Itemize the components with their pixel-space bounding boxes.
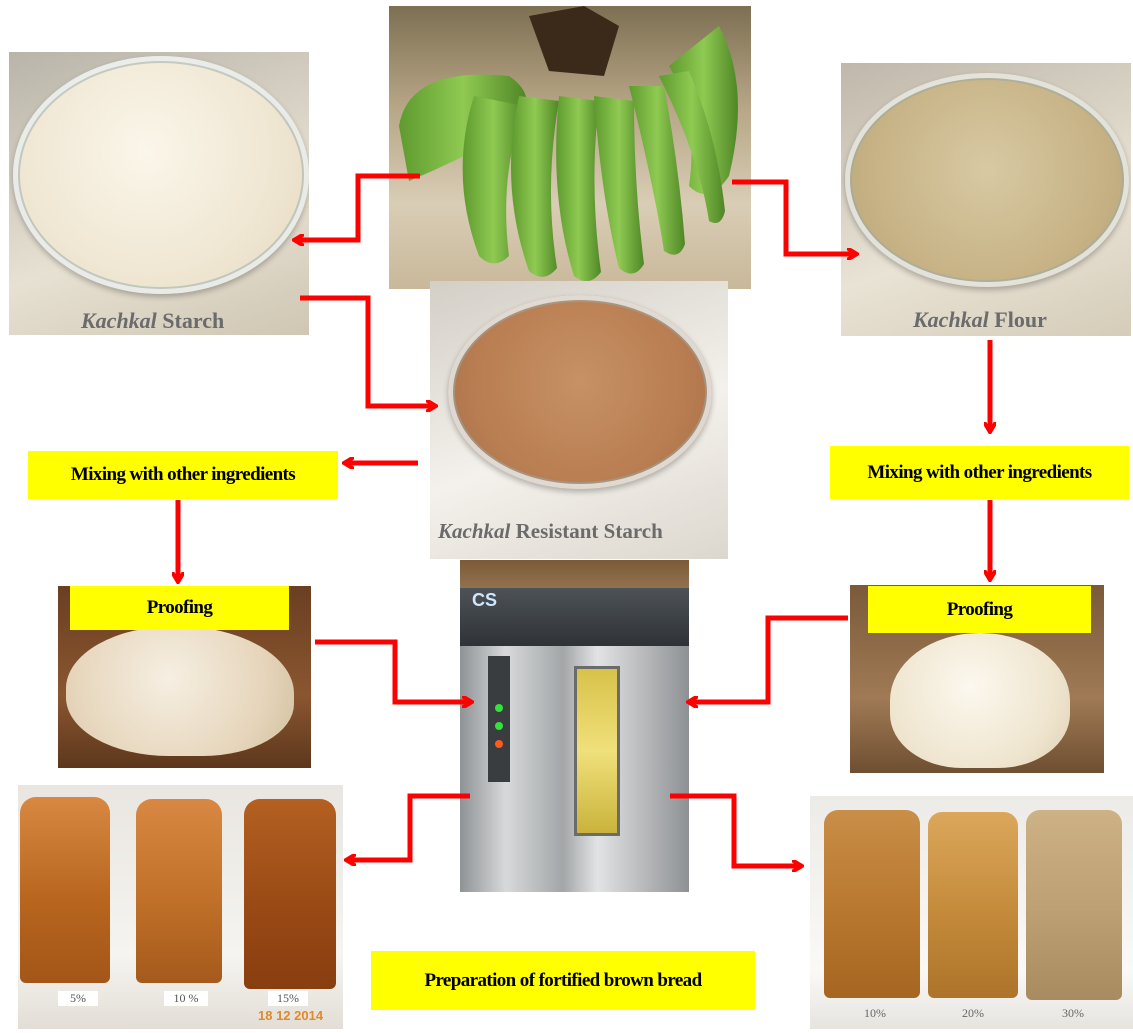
starch-caption-rest: Starch <box>157 308 224 333</box>
arrow-proofing-right-to-oven <box>690 618 848 702</box>
bread-loaves-right-photo: 10% 20% 30% <box>810 796 1133 1029</box>
date-stamp: 18 12 2014 <box>258 1008 323 1023</box>
resistant-caption-italic: Kachkal <box>438 519 510 543</box>
percent-tag: 10% <box>864 1006 886 1021</box>
percent-tag: 5% <box>58 991 98 1006</box>
percent-tag: 20% <box>962 1006 984 1021</box>
oven-brand: CS <box>472 590 497 611</box>
diagram-title: Preparation of fortified brown bread <box>371 951 755 1010</box>
arrow-oven-to-bread-right <box>670 796 800 866</box>
starch-dish <box>13 56 309 294</box>
resistant-starch-dish <box>448 295 712 489</box>
percent-tag: 10 % <box>164 991 208 1006</box>
banana-bunch-illustration <box>389 6 751 289</box>
arrow-proofing-left-to-oven <box>315 642 470 702</box>
arrow-starch-to-resistant <box>300 298 434 406</box>
flour-caption-rest: Flour <box>989 307 1047 332</box>
arrow-oven-to-bread-left <box>348 796 470 860</box>
percent-tag: 30% <box>1062 1006 1084 1021</box>
dough-right <box>890 633 1070 768</box>
kachkal-flour-photo: Kachkal Flour <box>841 63 1131 336</box>
rotary-oven-photo: CS <box>460 560 689 892</box>
oven-window <box>574 666 620 836</box>
bread-loaf <box>928 812 1018 998</box>
kachkal-starch-photo: Kachkal Starch <box>9 52 309 335</box>
flour-caption-italic: Kachkal <box>913 307 989 332</box>
starch-caption-italic: Kachkal <box>81 308 157 333</box>
flour-dish <box>845 73 1129 287</box>
bread-loaf <box>1026 810 1122 1000</box>
dough-left <box>66 626 294 756</box>
oven-control-panel <box>488 656 510 782</box>
percent-tag: 15% <box>268 991 308 1006</box>
bread-loaf <box>136 799 222 983</box>
starch-caption: Kachkal Starch <box>81 308 224 334</box>
mixing-label-left: Mixing with other ingredients <box>28 451 338 499</box>
proofing-label-left: Proofing <box>70 586 289 630</box>
mixing-label-right: Mixing with other ingredients <box>830 446 1129 499</box>
banana-bunch-photo <box>389 6 751 289</box>
bread-loaves-left-photo: 5% 10 % 15% 18 12 2014 <box>18 785 343 1029</box>
proofing-label-right: Proofing <box>868 586 1091 633</box>
kachkal-resistant-starch-photo: Kachkal Resistant Starch <box>430 281 728 559</box>
resistant-caption-rest: Resistant Starch <box>510 519 662 543</box>
bread-loaf <box>824 810 920 998</box>
resistant-starch-caption: Kachkal Resistant Starch <box>438 519 663 544</box>
bread-loaf <box>244 799 336 989</box>
bread-loaf <box>20 797 110 983</box>
flour-caption: Kachkal Flour <box>913 307 1047 333</box>
